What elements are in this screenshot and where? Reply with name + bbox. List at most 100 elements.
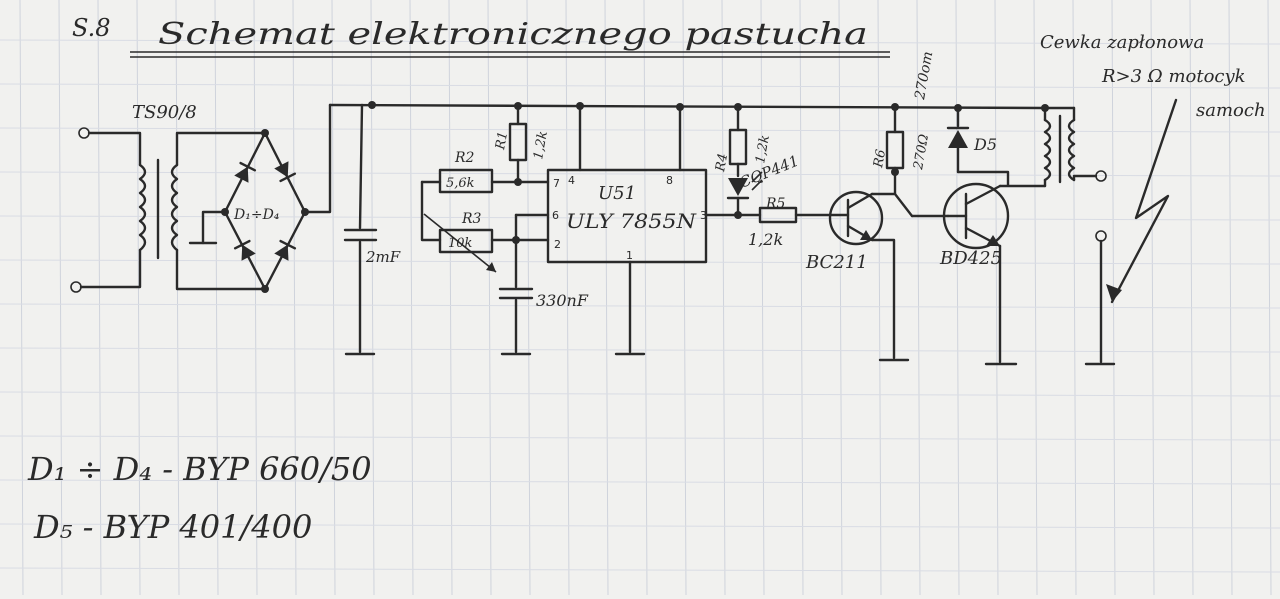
grid-line-horizontal — [0, 171, 1280, 177]
t1-emitter-wire — [870, 238, 896, 360]
bridge-rectifier: D₁÷D₄ — [188, 103, 332, 293]
t2-emitter-arrow-icon — [986, 235, 1000, 246]
bridge-node-top — [261, 129, 269, 137]
bridge-label: D₁÷D₄ — [233, 207, 280, 223]
grid-line-vertical — [253, 0, 258, 596]
transistor-t1: BC211 — [805, 190, 910, 362]
bridge-diode-3 — [233, 239, 256, 261]
r4-name: R4 — [713, 152, 731, 173]
ignition-coil — [1043, 106, 1116, 366]
t2-body — [942, 182, 1010, 250]
ic-pin-6: 6 — [552, 209, 559, 222]
header: S.8 Schemat elektronicznego pastucha — [72, 14, 890, 58]
transformer: TS90/8 — [70, 102, 267, 293]
grid-line-vertical — [58, 0, 63, 596]
bridge-ground-wire — [201, 210, 227, 245]
coil-note-line-2: R>3 Ω motocyk — [1101, 66, 1246, 87]
grid-line-vertical — [409, 0, 414, 596]
grid-line-vertical — [760, 0, 765, 596]
positive-rail — [328, 103, 1047, 110]
resistor-r6: R6 270Ω 270om — [871, 50, 950, 218]
t1-emitter-arrow-icon — [860, 230, 872, 240]
grid-line-vertical — [916, 0, 921, 596]
grid-line-vertical — [448, 0, 453, 596]
r3-adjust-arrow — [423, 213, 497, 273]
r5-value: 1,2k — [748, 230, 783, 249]
r1-name: R1 — [493, 130, 511, 151]
grid-line-horizontal — [0, 479, 1280, 485]
page-number: S.8 — [72, 14, 110, 42]
r6-body — [885, 130, 905, 170]
t2-label: BD425 — [939, 248, 1002, 269]
coil-note-line-1: Cewka zapłonowa — [1040, 32, 1204, 53]
grid-line-horizontal — [0, 391, 1280, 397]
bridge-diode-1 — [234, 161, 257, 183]
led-light-arrow-icon — [751, 171, 763, 183]
t1-label: BC211 — [805, 252, 868, 273]
spark-bolt-icon — [1106, 98, 1178, 304]
diode-d5: D5 — [946, 106, 1010, 187]
grid-line-vertical — [565, 0, 570, 596]
resistor-r4: R4 1,2k — [713, 105, 773, 178]
grid-line-vertical — [799, 0, 804, 596]
t1-collector-lead — [846, 192, 874, 210]
grid-line-vertical — [1267, 0, 1272, 596]
grid-line-vertical — [682, 0, 687, 596]
secondary-wire-top — [175, 131, 267, 167]
transformer-label: TS90/8 — [132, 102, 197, 123]
t1-to-t2-wire — [893, 192, 914, 218]
ic-pin-7: 7 — [553, 177, 560, 190]
t1-body — [828, 190, 884, 246]
parts-legend: D₁ ÷ D₄ - BYP 660/50 D₅ - BYP 401/400 — [27, 450, 372, 546]
grid-line-vertical — [643, 0, 648, 596]
grid-line-vertical — [19, 0, 24, 596]
resistor-r5: R5 1,2k — [736, 196, 832, 249]
r2-r3-link — [420, 180, 442, 242]
resistor-r3: R3 10k — [423, 211, 550, 273]
grid-line-vertical — [1228, 0, 1233, 596]
coil-note: Cewka zapłonowa R>3 Ω motocyk samoch — [1040, 32, 1266, 121]
primary-winding — [138, 163, 147, 252]
grid-line-vertical — [1189, 0, 1194, 596]
bridge-output-wire — [303, 103, 332, 214]
grid-line-vertical — [175, 0, 180, 596]
t2-collector-lead — [964, 184, 1002, 206]
d5-label: D5 — [973, 135, 997, 154]
grid-line-horizontal — [0, 83, 1280, 89]
r6-value: 270Ω — [911, 133, 932, 172]
coil-primary-winding — [1043, 118, 1052, 182]
ic-pin-4: 4 — [568, 174, 575, 187]
grid-line-vertical — [292, 0, 297, 596]
grid-line-horizontal — [0, 347, 1280, 353]
ic-pin-2: 2 — [554, 238, 561, 251]
grid-line-vertical — [214, 0, 219, 596]
coil-note-line-3: samoch — [1196, 100, 1266, 121]
grid-line-horizontal — [0, 303, 1280, 309]
grid-line-vertical — [370, 0, 375, 596]
r1-value: 1,2k — [531, 130, 551, 161]
legend-line-2: D₅ - BYP 401/400 — [33, 508, 312, 546]
input-terminal-bottom — [70, 281, 82, 293]
grid-line-horizontal — [0, 215, 1280, 221]
page-title: Schemat elektronicznego pastucha — [158, 17, 868, 52]
grid-line-vertical — [136, 0, 141, 596]
resistor-r2: R2 5,6k — [420, 150, 550, 242]
d5-to-collector-wire — [956, 170, 1010, 187]
grid-line-horizontal — [0, 127, 1280, 133]
grid-line-vertical — [487, 0, 492, 596]
d5-diode-icon — [948, 130, 968, 148]
cap-timing-label: 330nF — [536, 291, 589, 310]
grid-line-vertical — [331, 0, 336, 596]
spark-arrow-head-icon — [1106, 284, 1122, 302]
resistor-r1: R1 1,2k — [493, 104, 551, 186]
main-capacitor: 2mF — [343, 103, 401, 356]
r6-junction — [891, 168, 899, 176]
grid-line-horizontal — [0, 567, 1280, 573]
r6-name: R6 — [871, 148, 889, 169]
grid-line-vertical — [604, 0, 609, 596]
led-diode-icon — [728, 178, 748, 196]
secondary-wire-bottom — [175, 248, 267, 291]
spark-bolt-line — [1110, 98, 1178, 304]
output-terminal-bottom — [1095, 230, 1107, 242]
